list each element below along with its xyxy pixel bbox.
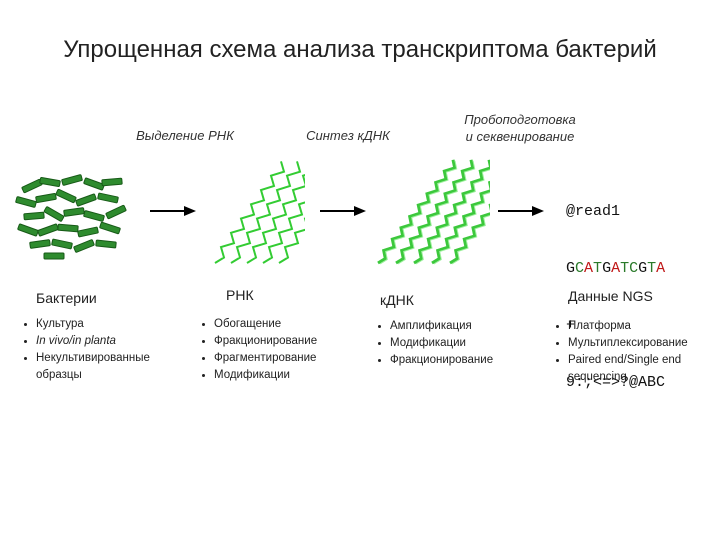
- stage-label-cdna: кДНК: [380, 292, 414, 308]
- arrow-2: [318, 204, 368, 218]
- step-rna-isolation: Выделение РНК: [120, 128, 250, 143]
- bacterium-rod: [106, 205, 127, 219]
- fastq-header: @read1: [566, 202, 665, 221]
- bacterium-rod: [36, 193, 57, 202]
- bacterium-rod: [52, 239, 73, 249]
- bacterium-rod: [30, 240, 51, 249]
- bacterium-rod: [24, 212, 44, 220]
- page-title: Упрощенная схема анализа транскриптома б…: [0, 36, 720, 64]
- bacterium-rod: [22, 179, 43, 193]
- cdna-strands: [370, 155, 490, 270]
- bacterium-rod: [44, 253, 64, 259]
- bacterium-rod: [40, 177, 61, 186]
- bacterium-rod: [38, 224, 59, 236]
- list-item: Фракционирование: [214, 333, 364, 350]
- stage-label-bacteria: Бактерии: [36, 290, 97, 306]
- arrow-3: [496, 204, 546, 218]
- rna-strands: [205, 158, 305, 268]
- stage-list-rna: Обогащение Фракционирование Фрагментиров…: [194, 316, 364, 384]
- stage-label-ngs: Данные NGS: [568, 288, 653, 304]
- bacterium-rod: [64, 208, 85, 217]
- bacterium-rod: [76, 194, 97, 206]
- list-item: Модификации: [390, 335, 540, 352]
- bacterium-rod: [18, 224, 39, 236]
- bacterium-rod: [98, 193, 119, 203]
- bacterium-rod: [62, 175, 83, 186]
- list-item: In vivo/in planta: [36, 333, 186, 350]
- rna-strand: [215, 161, 284, 263]
- list-item: Амплификация: [390, 318, 540, 335]
- bacterium-rod: [84, 178, 105, 190]
- list-item: Платформа: [568, 318, 720, 335]
- list-item: Фрагментирование: [214, 350, 364, 367]
- fastq-sequence: GCATGATCGTA: [566, 259, 665, 278]
- list-item: Paired end/Single end sequencing: [568, 352, 720, 386]
- bacterium-rod: [96, 240, 117, 248]
- step-cdna-synthesis: Синтез кДНК: [288, 128, 408, 143]
- stage-label-rna: РНК: [226, 287, 254, 303]
- stage-list-ngs: Платформа Мультиплексирование Paired end…: [548, 318, 720, 386]
- list-item: Мультиплексирование: [568, 335, 720, 352]
- rna-strand: [231, 161, 300, 263]
- rna-strand: [247, 161, 305, 263]
- bacterium-rod: [56, 189, 77, 203]
- list-item: Культура: [36, 316, 186, 333]
- arrow-1: [148, 204, 198, 218]
- stage-list-cdna: Амплификация Модификации Фракционировани…: [370, 318, 540, 369]
- list-item: Некультивированные образцы: [36, 350, 186, 384]
- bacterium-rod: [44, 206, 64, 221]
- bacterium-rod: [74, 239, 95, 252]
- stage-list-bacteria: Культура In vivo/in planta Некультивиров…: [16, 316, 186, 384]
- cdna-strand: [414, 160, 490, 263]
- list-item: Обогащение: [214, 316, 364, 333]
- bacteria-illustration: [14, 172, 134, 262]
- step-library-prep: Пробоподготовка и секвенирование: [440, 111, 600, 145]
- bacterium-rod: [84, 211, 105, 222]
- bacterium-rod: [100, 222, 121, 234]
- bacterium-rod: [78, 227, 99, 237]
- list-item: Фракционирование: [390, 352, 540, 369]
- bacterium-rod: [102, 178, 122, 186]
- list-item: Модификации: [214, 367, 364, 384]
- bacterium-rod: [58, 224, 78, 232]
- bacterium-rod: [16, 197, 37, 208]
